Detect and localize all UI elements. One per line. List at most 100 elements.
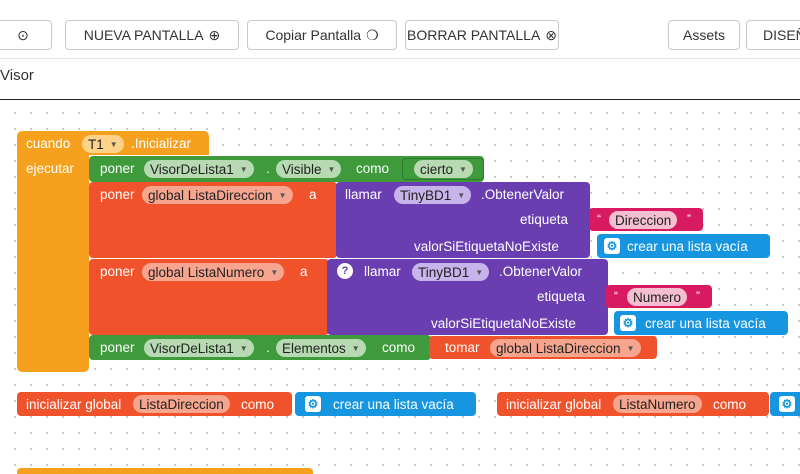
text-value-direccion-text: Direccion bbox=[615, 212, 672, 228]
set-listanumero-to-label: a bbox=[300, 264, 308, 279]
set-elements-property-value: Elementos bbox=[282, 340, 346, 356]
create-empty-list-block-1[interactable] bbox=[597, 234, 770, 258]
init-as-label-2: como bbox=[713, 397, 747, 412]
partial-event-block[interactable] bbox=[17, 468, 313, 474]
text-value-numero[interactable]: Numero bbox=[627, 288, 688, 306]
viewer-label: Visor bbox=[0, 67, 34, 84]
get-variable-dropdown[interactable]: global ListaDireccion ▼ bbox=[490, 339, 641, 357]
event-when-label: cuando bbox=[26, 136, 71, 151]
event-block-body[interactable] bbox=[17, 155, 89, 365]
dropdown-arrow-icon: ▼ bbox=[270, 267, 279, 277]
get-label: tomar bbox=[445, 340, 480, 355]
call-label-2: llamar bbox=[364, 264, 401, 279]
copy-screen-button[interactable]: Copiar Pantalla ❍ bbox=[247, 20, 397, 50]
set-elements-block[interactable] bbox=[89, 335, 431, 360]
set-elements-component-dropdown[interactable]: VisorDeLista1▼ bbox=[144, 339, 254, 357]
init-name-value-2: ListaNumero bbox=[619, 396, 696, 412]
set-elements-property-dropdown[interactable]: Elementos ▼ bbox=[276, 339, 366, 357]
gear-icon[interactable]: ⚙ bbox=[604, 238, 620, 254]
event-block-footer bbox=[17, 355, 89, 372]
dropdown-arrow-icon: ▼ bbox=[239, 164, 248, 174]
set-elements-to-label: como bbox=[382, 340, 416, 355]
help-icon[interactable]: ? bbox=[337, 263, 353, 279]
text-value-direccion[interactable]: Direccion bbox=[609, 211, 678, 229]
dropdown-arrow-icon: ▼ bbox=[109, 139, 118, 149]
set-visible-component-value: VisorDeLista1 bbox=[150, 161, 234, 177]
close-quote-icon: ” bbox=[687, 212, 691, 226]
set-listanumero-set-label: poner bbox=[100, 264, 135, 279]
gear-icon[interactable]: ⚙ bbox=[305, 396, 321, 412]
init-label-2: inicializar global bbox=[506, 397, 602, 412]
delete-screen-label: BORRAR PANTALLA bbox=[406, 27, 541, 43]
init-name-field-1[interactable]: ListaDireccion bbox=[133, 395, 230, 413]
call-label-1: llamar bbox=[345, 187, 382, 202]
set-visible-set-label: poner bbox=[100, 161, 135, 176]
new-screen-label: NUEVA PANTALLA bbox=[83, 27, 204, 43]
dropdown-arrow-icon: ▼ bbox=[626, 343, 635, 353]
set-listadireccion-set-label: poner bbox=[100, 187, 135, 202]
close-quote-icon: ” bbox=[696, 289, 700, 303]
toolbar: ⊙ NUEVA PANTALLA ⊕ Copiar Pantalla ❍ BOR… bbox=[0, 0, 800, 59]
set-visible-property-value: Visible bbox=[282, 161, 322, 177]
create-empty-list-block-3[interactable] bbox=[295, 392, 476, 416]
designer-button[interactable]: DISEÑ bbox=[746, 20, 800, 50]
true-value-dropdown[interactable]: cierto ▼ bbox=[414, 160, 473, 178]
chevron-circle-icon: ⊙ bbox=[17, 26, 29, 43]
call-component-value-2: TinyBD1 bbox=[418, 264, 470, 280]
init-label-1: inicializar global bbox=[26, 397, 122, 412]
set-listanumero-variable-value: global ListaNumero bbox=[148, 264, 265, 280]
designer-label: DISEÑ bbox=[763, 27, 800, 43]
call-component-value-1: TinyBD1 bbox=[400, 187, 452, 203]
dropdown-arrow-icon: ▼ bbox=[475, 267, 484, 277]
create-empty-list-label-1: crear una lista vacía bbox=[627, 239, 748, 254]
init-name-value-1: ListaDireccion bbox=[139, 396, 224, 412]
true-value: cierto bbox=[420, 161, 454, 177]
call-component-dropdown-2[interactable]: TinyBD1 ▼ bbox=[412, 263, 490, 281]
init-as-label-1: como bbox=[241, 397, 275, 412]
event-do-label: ejecutar bbox=[26, 161, 75, 176]
dropdown-arrow-icon: ▼ bbox=[459, 164, 467, 174]
gear-icon[interactable]: ⚙ bbox=[779, 396, 795, 412]
event-component-value: T1 bbox=[88, 136, 104, 152]
close-circle-icon: ⊗ bbox=[545, 26, 558, 43]
delete-screen-button[interactable]: BORRAR PANTALLA ⊗ bbox=[405, 20, 559, 50]
assets-label: Assets bbox=[682, 27, 725, 43]
tag-param-label-1: etiqueta bbox=[520, 212, 569, 227]
call-method-label-1: .ObtenerValor bbox=[481, 187, 565, 202]
set-visible-property-dropdown[interactable]: Visible ▼ bbox=[276, 160, 342, 178]
event-name-label: .Inicializar bbox=[131, 136, 192, 151]
set-visible-dot: . bbox=[266, 161, 270, 176]
set-elements-set-label: poner bbox=[100, 340, 135, 355]
gear-icon[interactable]: ⚙ bbox=[620, 315, 636, 331]
create-empty-list-block-2[interactable] bbox=[614, 311, 788, 335]
call-component-dropdown-1[interactable]: TinyBD1 ▼ bbox=[394, 186, 472, 204]
set-listadireccion-to-label: a bbox=[309, 187, 317, 202]
event-component-dropdown[interactable]: T1 ▼ bbox=[82, 135, 124, 153]
init-name-field-2[interactable]: ListaNumero bbox=[613, 395, 702, 413]
set-listadireccion-variable-value: global ListaDireccion bbox=[148, 187, 273, 203]
blocks-workspace[interactable]: cuando T1 ▼ .Inicializar ejecutar poner V… bbox=[0, 99, 800, 474]
copy-screen-label: Copiar Pantalla bbox=[265, 27, 362, 43]
set-visible-component-dropdown[interactable]: VisorDeLista1 ▼ bbox=[144, 160, 254, 178]
tag-param-label-2: etiqueta bbox=[537, 289, 586, 304]
dropdown-arrow-icon: ▼ bbox=[457, 190, 466, 200]
copy-icon: ❍ bbox=[366, 26, 379, 43]
dropdown-arrow-icon: ▼ bbox=[327, 164, 336, 174]
create-empty-list-label-3: crear una lista vacía bbox=[333, 397, 454, 412]
dropdown-arrow-icon: ▼ bbox=[278, 190, 287, 200]
new-screen-button[interactable]: NUEVA PANTALLA ⊕ bbox=[65, 20, 239, 50]
set-elements-dot: . bbox=[266, 340, 270, 355]
call-method-label-2: .ObtenerValor bbox=[499, 264, 583, 279]
set-elements-component-value: VisorDeLista1 bbox=[150, 340, 234, 356]
create-empty-list-label-2: crear una lista vacía bbox=[645, 316, 766, 331]
default-param-label-1: valorSiEtiquetaNoExiste bbox=[414, 239, 559, 254]
screen-selector-button[interactable]: ⊙ bbox=[0, 20, 52, 50]
set-listadireccion-variable-dropdown[interactable]: global ListaDireccion ▼ bbox=[142, 186, 293, 204]
plus-circle-icon: ⊕ bbox=[208, 26, 221, 43]
dropdown-arrow-icon: ▼ bbox=[351, 343, 360, 353]
get-variable-value: global ListaDireccion bbox=[496, 340, 621, 356]
assets-button[interactable]: Assets bbox=[668, 20, 740, 50]
open-quote-icon: “ bbox=[597, 212, 601, 226]
set-listanumero-variable-dropdown[interactable]: global ListaNumero ▼ bbox=[142, 263, 285, 281]
text-value-numero-text: Numero bbox=[633, 289, 682, 305]
